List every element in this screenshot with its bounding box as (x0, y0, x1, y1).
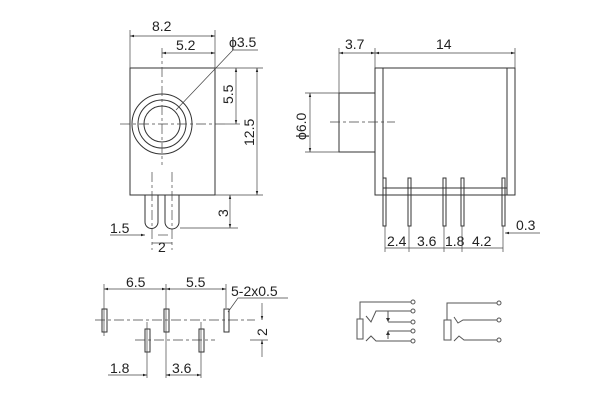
dim-row-offset: 2 (254, 328, 270, 336)
slot (223, 308, 230, 333)
schematic-simple (443, 300, 502, 343)
pin-left (144, 195, 159, 229)
dim-hole-height: 5.5 (220, 84, 236, 104)
side-view: 3.7 14 ϕ6.0 2.4 3.6 1.8 4.2 0.3 (293, 36, 540, 252)
slot (144, 328, 151, 353)
dim-pin-spacing-1: 2.4 (387, 233, 407, 249)
dim-pin-spacing-2: 3.6 (417, 233, 437, 249)
dim-hole-offset: 5.2 (176, 37, 196, 53)
nose (338, 92, 376, 153)
dim-offset-c: 1.8 (110, 360, 130, 376)
dim-width: 8.2 (152, 18, 172, 34)
dim-nose-diameter: ϕ6.0 (293, 112, 309, 140)
side-pins (382, 177, 506, 227)
front-view: 8.2 5.2 ϕ3.5 5.5 12.5 3 1.5 2 (110, 18, 263, 255)
dim-pin-width: 1.5 (110, 220, 130, 236)
dim-pin-length: 3 (215, 209, 231, 217)
dim-nose-length: 3.7 (345, 36, 365, 52)
dim-spacing-b: 5.5 (186, 274, 206, 290)
dim-pin-spacing-4: 4.2 (472, 233, 492, 249)
slot (101, 308, 108, 333)
dim-pin-pitch: 2 (158, 239, 166, 255)
dim-slot-spec: 5-2x0.5 (231, 283, 278, 299)
dim-pin-spacing-3: 1.8 (445, 233, 465, 249)
dim-body-height: 12.5 (241, 119, 257, 146)
slot (163, 308, 170, 333)
front-body-outline (129, 67, 216, 196)
side-body-outline (374, 67, 516, 196)
dim-body-length: 14 (436, 36, 452, 52)
dim-spacing-a: 6.5 (126, 274, 146, 290)
slot (198, 328, 205, 353)
dim-hole-diameter: ϕ3.5 (229, 34, 257, 50)
dim-offset-d: 3.6 (172, 360, 192, 376)
pcb-footprint: 6.5 5.5 5-2x0.5 2 1.8 3.6 (95, 274, 288, 378)
dim-edge-offset: 0.3 (516, 217, 536, 233)
schematic-switched (356, 299, 416, 344)
